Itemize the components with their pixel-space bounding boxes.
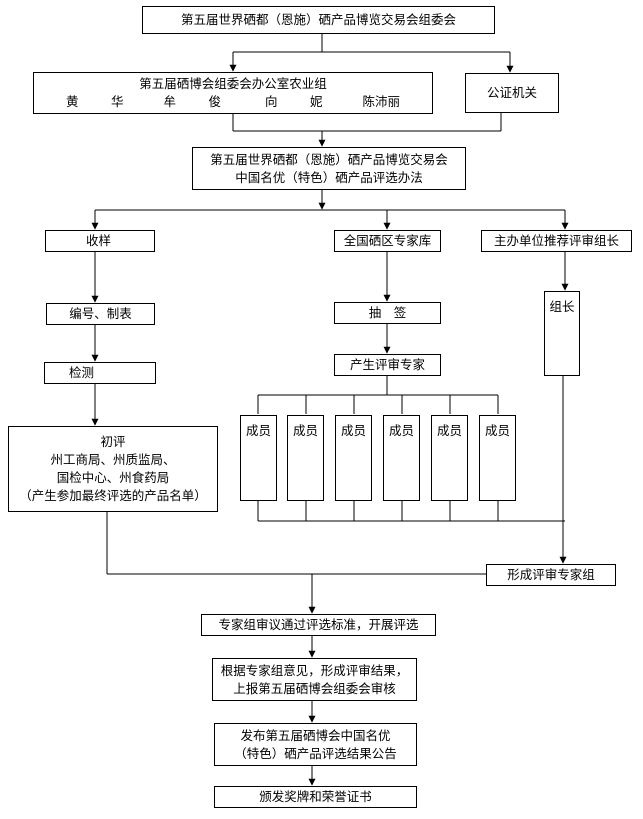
produce-experts-label: 产生评审专家 [349,357,425,372]
leader-label: 组长 [549,299,575,314]
method-box: 第五届世界硒都（恩施）硒产品博览交易会 中国名优（特色）硒产品评选办法 [192,147,466,190]
office-member: 黄 华 [65,94,134,109]
office-box: 第五届硒博会组委会办公室农业组 黄 华 牟 俊 向 妮 陈沛丽 [33,72,433,114]
result-box: 根据专家组意见，形成评审结果， 上报第五届硒博会组委会审核 [212,658,417,701]
test-label: 检测 [69,365,95,380]
recommend-leader-box: 主办单位推荐评审组长 [481,230,632,252]
method-line: 中国名优（特色）硒产品评选办法 [235,169,423,185]
method-line: 第五届世界硒都（恩施）硒产品博览交易会 [210,151,448,167]
member-label: 成员 [388,423,414,438]
member-label: 成员 [436,423,462,438]
member-box: 成员 [431,415,468,501]
award-label: 颁发奖牌和荣誉证书 [259,789,372,804]
review-standard-label: 专家组审议通过评选标准，开展评选 [218,617,419,632]
publish-line: （特色）硒产品评选结果公告 [234,745,397,761]
member-box: 成员 [240,415,277,501]
office-member: 陈沛丽 [362,94,400,109]
produce-experts-box: 产生评审专家 [334,354,441,376]
number-table-label: 编号、制表 [69,306,132,321]
organizer-box: 第五届世界硒都（恩施）硒产品博览交易会组委会 [142,6,495,34]
test-box: 检测 [44,362,156,384]
office-member: 牟 俊 [163,94,231,109]
office-member: 向 妮 [264,94,333,109]
draw-lots-box: 抽 签 [334,302,441,324]
prelim-line: 国检中心、州食药局 [56,470,170,485]
form-group-label: 形成评审专家组 [507,567,595,582]
member-label: 成员 [245,423,271,438]
expert-library-label: 全国硒区专家库 [343,233,432,248]
leader-box: 组长 [544,291,580,376]
office-members: 黄 华 牟 俊 向 妮 陈沛丽 [66,93,400,111]
receive-sample-label: 收样 [86,233,112,248]
member-box: 成员 [383,415,420,501]
member-label: 成员 [484,423,510,438]
recommend-leader-label: 主办单位推荐评审组长 [493,233,619,248]
prelim-line: 州工商局、州质监局、 [50,452,176,467]
notary-box: 公证机关 [465,73,559,113]
organizer-label: 第五届世界硒都（恩施）硒产品博览交易会组委会 [180,12,456,27]
review-standard-box: 专家组审议通过评选标准，开展评选 [201,614,436,636]
notary-label: 公证机关 [486,85,537,100]
member-box: 成员 [479,415,516,501]
form-group-box: 形成评审专家组 [486,564,616,586]
award-box: 颁发奖牌和荣誉证书 [214,786,417,808]
member-box: 成员 [287,415,324,501]
prelim-box: 初评 州工商局、州质监局、 国检中心、州食药局 （产生参加最终评选的产品名单） [8,426,218,512]
prelim-line: （产生参加最终评选的产品名单） [19,488,207,503]
result-line: 上报第五届硒博会组委会审核 [233,680,396,696]
publish-line: 发布第五届硒博会中国名优 [240,727,391,743]
number-table-box: 编号、制表 [46,303,155,325]
member-box: 成员 [335,415,372,501]
draw-lots-label: 抽 签 [368,305,407,320]
member-label: 成员 [292,423,318,438]
receive-sample-box: 收样 [45,230,155,252]
member-label: 成员 [340,423,366,438]
office-title: 第五届硒博会组委会办公室农业组 [139,76,327,91]
prelim-line: 初评 [100,434,126,449]
publish-box: 发布第五届硒博会中国名优 （特色）硒产品评选结果公告 [214,723,417,766]
expert-library-box: 全国硒区专家库 [334,230,441,252]
result-line: 根据专家组意见，形成评审结果， [220,662,409,678]
